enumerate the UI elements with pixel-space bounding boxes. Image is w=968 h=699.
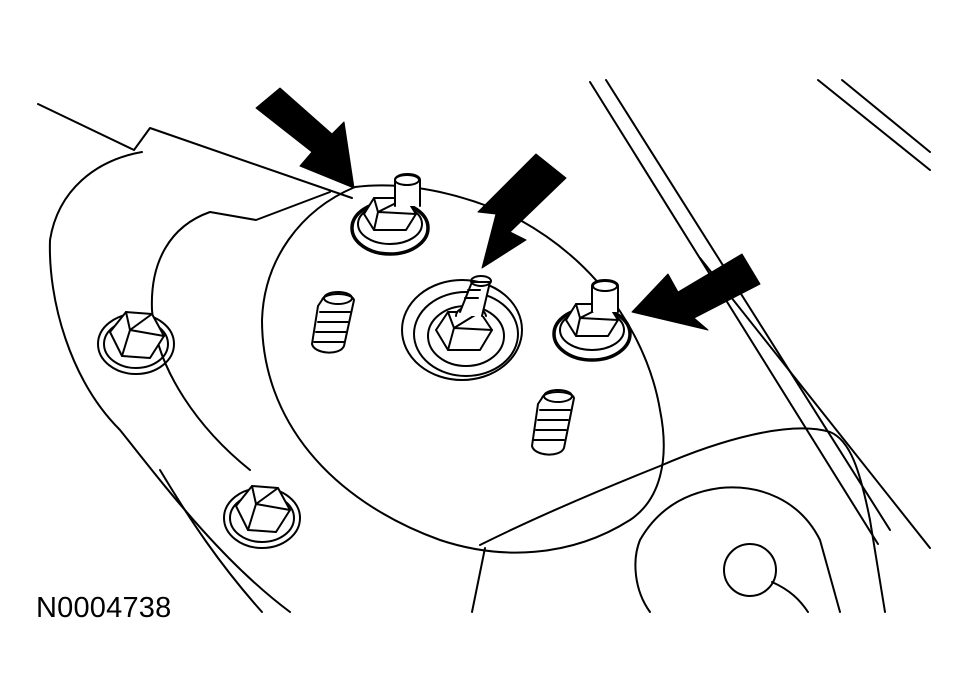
strut-center-rod-nut [401,275,523,381]
upper-right-panel-b [841,79,931,153]
threaded-stud-left [311,291,355,354]
lower-bracket-outline [479,427,886,613]
callout-arrow-right [631,253,761,331]
lower-bracket-top [471,547,486,613]
right-rail-inner [605,79,891,531]
lower-bracket-rib [771,581,809,613]
callout-arrow-left [255,87,355,189]
strut-mount-nut-right [552,279,632,362]
strut-mount-nut-left [350,173,430,256]
callout-arrow-center [477,153,567,269]
threaded-stud-right [531,389,575,456]
inner-fender-lower-contour [159,469,263,613]
lower-bracket-hole [723,543,777,597]
body-panel-upper-edge [37,103,353,199]
right-rail-edge [699,257,931,549]
upper-right-panel-a [817,79,931,171]
fender-bolt-upper [97,311,175,375]
body-panel-inner-edge [209,191,331,221]
inner-fender-left-outline [48,151,291,613]
fender-bolt-lower [223,485,301,549]
inner-fender-left-contour [150,211,251,471]
lower-bracket-plate [639,486,841,613]
strut-tower-top [261,184,665,554]
lower-bracket-notch [634,539,651,613]
right-rail-outer [589,81,879,545]
figure-code-label: N0004738 [36,592,172,624]
